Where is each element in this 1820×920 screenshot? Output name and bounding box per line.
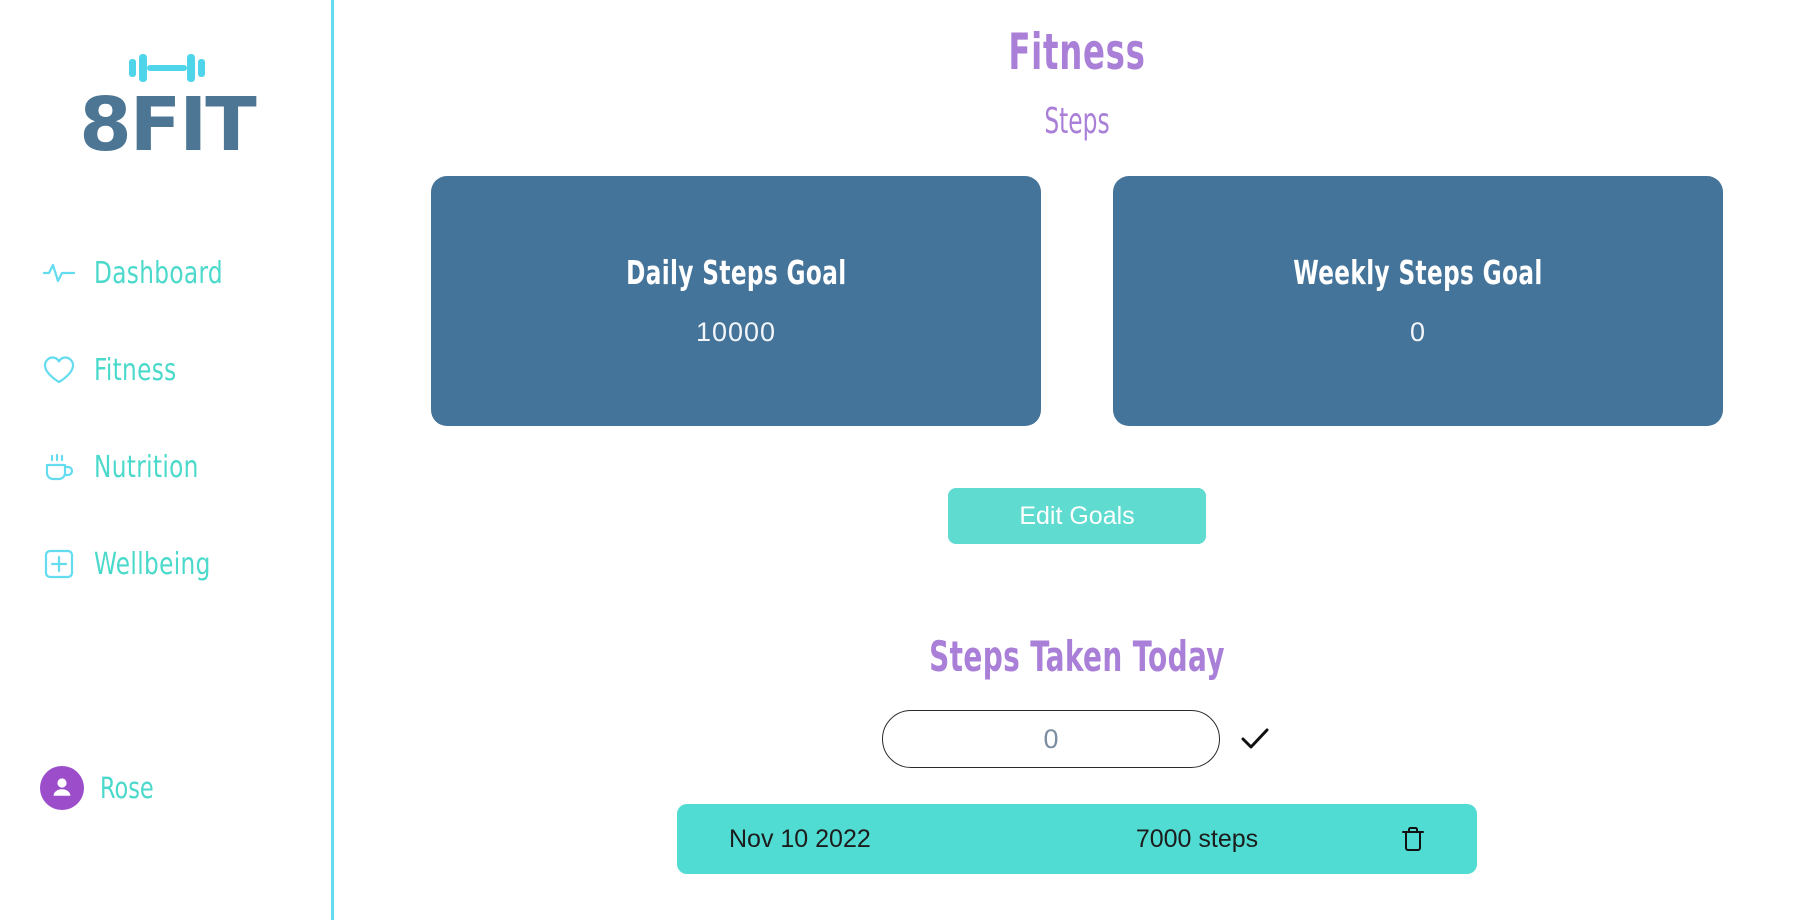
- goal-card-title: Weekly Steps Goal: [1293, 253, 1543, 292]
- trash-icon[interactable]: [1365, 826, 1425, 852]
- heart-icon: [42, 353, 76, 387]
- sidebar-item-nutrition[interactable]: Nutrition: [0, 442, 334, 492]
- goal-cards: Daily Steps Goal 10000 Weekly Steps Goal…: [334, 176, 1820, 426]
- sidebar-item-label: Wellbeing: [94, 546, 211, 582]
- sidebar: 8FIT Dashboard Fitness: [0, 0, 334, 920]
- sidebar-item-fitness[interactable]: Fitness: [0, 345, 334, 395]
- sidebar-item-label: Fitness: [94, 352, 177, 388]
- sidebar-divider: [331, 0, 334, 920]
- dumbbell-icon: [129, 54, 205, 82]
- edit-goals-button[interactable]: Edit Goals: [948, 488, 1206, 544]
- steps-input[interactable]: [882, 710, 1220, 768]
- sidebar-item-wellbeing[interactable]: Wellbeing: [0, 539, 334, 589]
- activity-pulse-icon: [42, 256, 76, 290]
- sidebar-user[interactable]: Rose: [40, 766, 162, 810]
- page-title: Fitness: [1008, 23, 1146, 81]
- steps-input-row: [334, 710, 1820, 768]
- sidebar-user-name: Rose: [100, 771, 154, 805]
- sidebar-nav: Dashboard Fitness: [0, 248, 334, 636]
- goal-card-value: 10000: [695, 317, 777, 347]
- steps-taken-today-heading: Steps Taken Today: [929, 632, 1225, 681]
- coffee-cup-icon: [42, 450, 76, 484]
- sidebar-item-label: Nutrition: [94, 449, 199, 485]
- sidebar-item-dashboard[interactable]: Dashboard: [0, 248, 334, 298]
- brand-logo[interactable]: 8FIT: [0, 52, 334, 162]
- edit-goals-row: Edit Goals: [334, 488, 1820, 544]
- weekly-steps-goal-card[interactable]: Weekly Steps Goal 0: [1113, 176, 1723, 426]
- goal-card-title: Daily Steps Goal: [625, 253, 847, 292]
- steps-entry-list: Nov 10 2022 7000 steps: [334, 804, 1820, 874]
- list-item[interactable]: Nov 10 2022 7000 steps: [677, 804, 1477, 874]
- sidebar-item-label: Dashboard: [94, 255, 223, 291]
- checkmark-icon[interactable]: [1238, 722, 1272, 756]
- brand-name: 8FIT: [79, 82, 257, 168]
- page-subtitle: Steps: [1044, 101, 1110, 142]
- entry-steps: 7000 steps: [1135, 824, 1259, 853]
- user-avatar-icon: [40, 766, 84, 810]
- daily-steps-goal-card[interactable]: Daily Steps Goal 10000: [431, 176, 1041, 426]
- entry-date: Nov 10 2022: [729, 824, 871, 853]
- goal-card-value: 0: [1409, 317, 1427, 347]
- plus-square-icon: [42, 547, 76, 581]
- main-content: Fitness Steps Daily Steps Goal 10000 Wee…: [334, 0, 1820, 920]
